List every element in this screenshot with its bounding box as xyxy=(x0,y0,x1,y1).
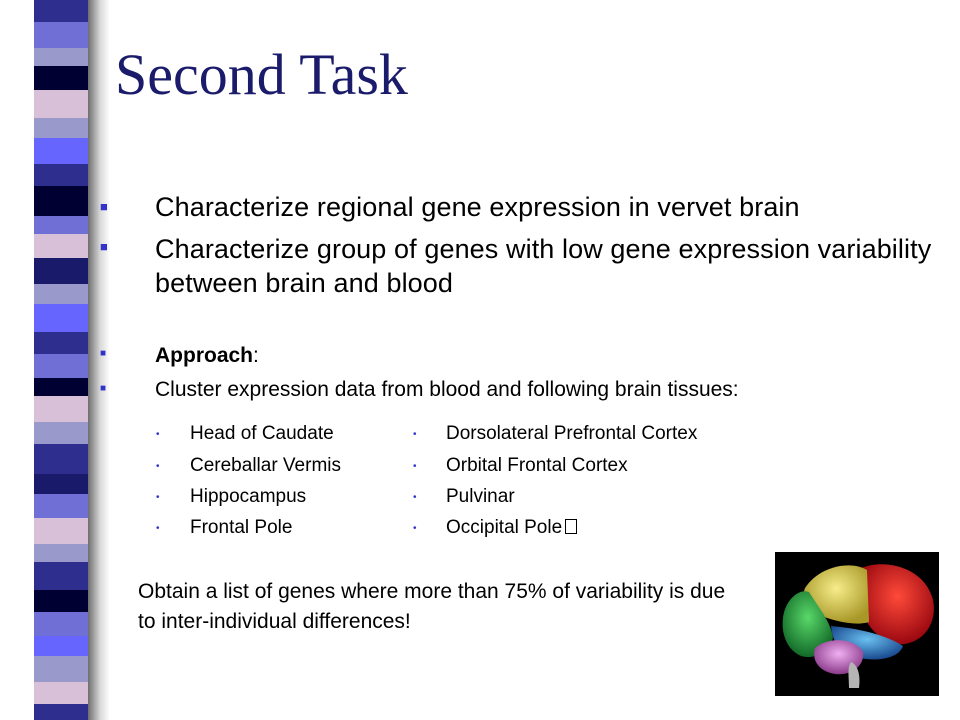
stripe-segment xyxy=(34,518,88,544)
stripe-shadow xyxy=(88,0,110,720)
stripe-segment xyxy=(34,612,88,636)
tissue-frontal-pole: Frontal Pole xyxy=(190,517,293,538)
stripe-segment xyxy=(34,636,88,656)
round-bullet-icon: • xyxy=(156,492,160,503)
stripe-segment xyxy=(34,494,88,518)
stripe-segment xyxy=(34,444,88,474)
brain-frontal-lobe xyxy=(861,564,934,645)
square-bullet-icon: ■ xyxy=(100,199,108,214)
missing-glyph-box-icon xyxy=(565,519,578,534)
bullet-low-variability: Characterize group of genes with low gen… xyxy=(155,234,932,298)
stripe-segment xyxy=(34,396,88,422)
tissue-dorsolateral-prefrontal-cortex: Dorsolateral Prefrontal Cortex xyxy=(446,423,698,444)
decorative-stripe-bar xyxy=(34,0,88,720)
stripe-segment xyxy=(34,656,88,682)
round-bullet-icon: • xyxy=(413,429,417,440)
tissue-head-of-caudate: Head of Caudate xyxy=(190,423,334,444)
tissue-orbital-frontal-cortex: Orbital Frontal Cortex xyxy=(446,455,628,476)
approach-label: Approach xyxy=(155,344,254,367)
approach-colon: : xyxy=(253,344,259,367)
stripe-segment xyxy=(34,332,88,354)
tissue-occipital-pole: Occipital Pole xyxy=(446,517,563,538)
round-bullet-icon: • xyxy=(413,523,417,534)
brain-icon xyxy=(782,564,934,688)
stripe-segment xyxy=(34,474,88,494)
round-bullet-icon: • xyxy=(413,492,417,503)
stripe-segment xyxy=(34,186,88,216)
stripe-segment xyxy=(34,304,88,332)
round-bullet-icon: • xyxy=(156,523,160,534)
square-bullet-icon: ■ xyxy=(100,239,108,254)
round-bullet-icon: • xyxy=(156,461,160,472)
stripe-segment xyxy=(34,258,88,284)
tissue-hippocampus: Hippocampus xyxy=(190,486,307,507)
square-bullet-icon: ■ xyxy=(100,348,107,359)
stripe-segment xyxy=(34,22,88,48)
stripe-segment xyxy=(34,234,88,258)
stripe-segment xyxy=(34,704,88,720)
conclusion-text: Obtain a list of genes where more than 7… xyxy=(138,580,726,633)
stripe-segment xyxy=(34,562,88,590)
stripe-segment xyxy=(34,118,88,138)
round-bullet-icon: • xyxy=(413,461,417,472)
brain-illustration xyxy=(775,552,939,696)
slide-title: Second Task xyxy=(115,42,408,107)
tissue-cerebellar-vermis: Cereballar Vermis xyxy=(190,455,341,476)
stripe-segment xyxy=(34,66,88,90)
stripe-segment xyxy=(34,164,88,186)
round-bullet-icon: • xyxy=(156,429,160,440)
stripe-segment xyxy=(34,354,88,378)
cluster-description: Cluster expression data from blood and f… xyxy=(155,378,739,401)
stripe-segment xyxy=(34,544,88,562)
stripe-segment xyxy=(34,48,88,66)
tissue-pulvinar: Pulvinar xyxy=(446,486,515,507)
tissue-occipital-pole-row: Occipital Pole xyxy=(446,516,578,540)
stripe-segment xyxy=(34,682,88,704)
approach-line: Approach: xyxy=(155,342,259,370)
bullet-regional-expression: Characterize regional gene expression in… xyxy=(155,192,800,222)
stripe-segment xyxy=(34,378,88,396)
stripe-segment xyxy=(34,590,88,612)
brain-occipital-lobe xyxy=(782,591,833,658)
stripe-segment xyxy=(34,422,88,444)
stripe-segment xyxy=(34,138,88,164)
square-bullet-icon: ■ xyxy=(100,383,107,394)
brain-stem xyxy=(848,662,860,688)
stripe-segment xyxy=(34,284,88,304)
stripe-segment xyxy=(34,90,88,118)
stripe-segment xyxy=(34,0,88,22)
stripe-segment xyxy=(34,216,88,234)
